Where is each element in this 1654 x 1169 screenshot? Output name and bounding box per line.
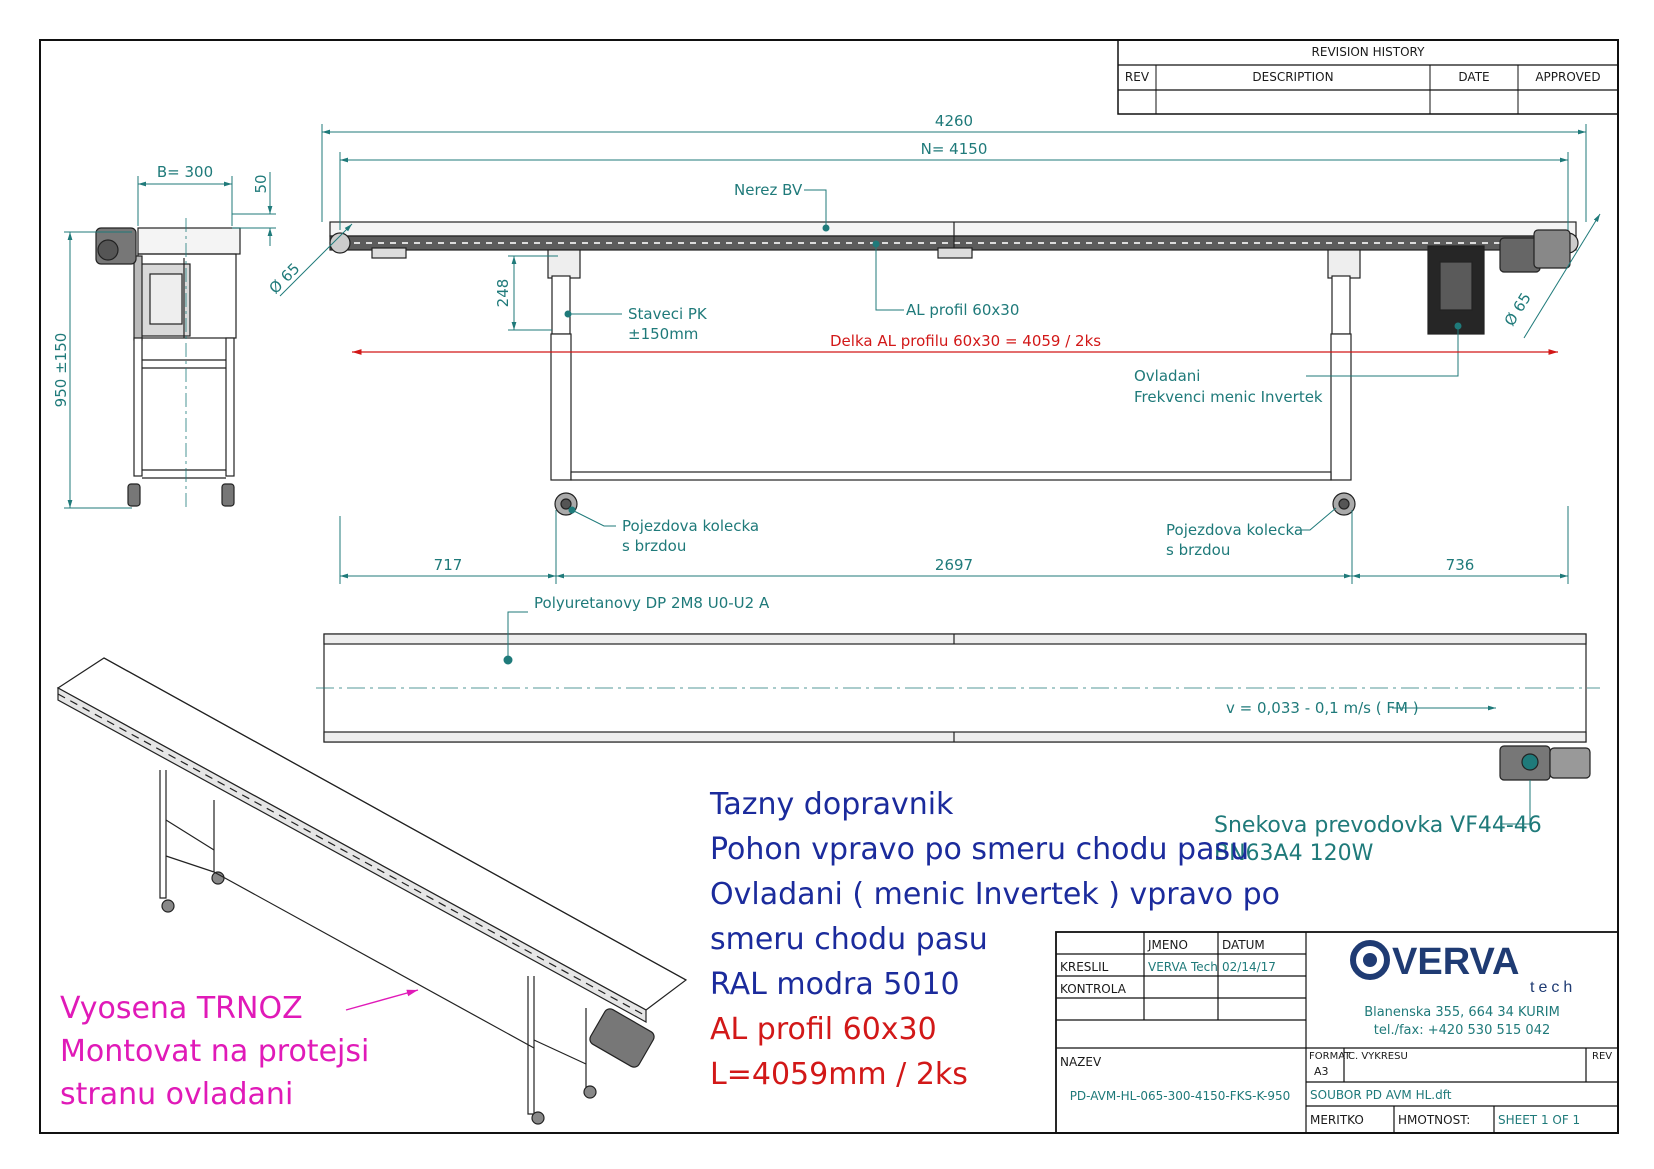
tb-cislo-label: C. VYKRESU	[1348, 1051, 1408, 1062]
revision-col-rev: REV	[1125, 70, 1150, 84]
tb-meritko: MERITKO	[1310, 1113, 1364, 1127]
revision-table: REVISION HISTORY REV DESCRIPTION DATE AP…	[1117, 39, 1619, 115]
revision-col-description: DESCRIPTION	[1252, 70, 1333, 84]
dim-n4150: N= 4150	[921, 140, 988, 158]
verva-logo: VERVA tech	[1350, 940, 1576, 996]
label-kolecka-left-2: s brzdou	[622, 537, 686, 555]
label-staveci-2: ±150mm	[628, 325, 698, 343]
note-blue-1: Tazny dopravnik	[709, 787, 954, 822]
tb-sheet: SHEET 1 OF 1	[1498, 1113, 1580, 1127]
label-belt: Polyuretanovy DP 2M8 U0-U2 A	[534, 594, 770, 612]
label-ovladani-1: Ovladani	[1134, 367, 1200, 385]
tb-format-label: FORMAT	[1309, 1051, 1351, 1062]
tb-col-name: JMENO	[1147, 938, 1188, 952]
note-red-1: AL profil 60x30	[710, 1012, 937, 1047]
label-delka: Delka AL profilu 60x30 = 4059 / 2ks	[830, 332, 1101, 350]
logo-sub: tech	[1530, 979, 1576, 996]
dim-height: 950 ±150	[52, 333, 70, 408]
note-magenta-1: Vyosena TRNOZ	[60, 991, 303, 1026]
end-view-dimensions	[64, 172, 276, 509]
revision-col-approved: APPROVED	[1535, 70, 1600, 84]
note-blue-4: smeru chodu pasu	[710, 922, 988, 957]
tb-hmotnost: HMOTNOST:	[1398, 1113, 1470, 1127]
tb-soubor: SOUBOR PD AVM HL.dft	[1310, 1088, 1452, 1102]
dim-dia-right: Ø 65	[1501, 289, 1535, 329]
note-blue-2: Pohon vpravo po smeru chodu pasu	[710, 832, 1249, 867]
verva-logo-mark-icon	[1350, 940, 1390, 980]
label-gear-2: BN63A4 120W	[1214, 841, 1374, 866]
logo-main: VERVA	[1392, 941, 1519, 983]
tb-row-kreslil: KRESLIL	[1060, 960, 1109, 974]
top-view-leaders	[503, 611, 1531, 825]
notes-blue: Tazny dopravnik Pohon vpravo po smeru ch…	[709, 787, 1280, 1002]
tb-col-date: DATUM	[1222, 938, 1265, 952]
label-nerez: Nerez BV	[734, 181, 803, 199]
note-red-2: L=4059mm / 2ks	[710, 1057, 968, 1092]
end-view	[95, 218, 241, 510]
tb-address: Blanenska 355, 664 34 KURIM	[1364, 1005, 1560, 1020]
label-kolecka-left-1: Pojezdova kolecka	[622, 517, 759, 535]
sheet-border	[39, 39, 1619, 1134]
front-view	[329, 221, 1579, 516]
notes-magenta: Vyosena TRNOZ Montovat na protejsi stran…	[60, 991, 369, 1112]
dim-4260: 4260	[935, 112, 973, 130]
isometric-view	[56, 657, 688, 1125]
revision-title: REVISION HISTORY	[1312, 45, 1426, 59]
label-kolecka-right-2: s brzdou	[1166, 541, 1230, 559]
notes-red: AL profil 60x30 L=4059mm / 2ks	[710, 1012, 968, 1092]
tb-nazev-value: PD-AVM-HL-065-300-4150-FKS-K-950	[1070, 1089, 1291, 1103]
revision-col-date: DATE	[1458, 70, 1489, 84]
tb-nazev-label: NAZEV	[1060, 1055, 1102, 1069]
dim-2697: 2697	[935, 556, 973, 574]
tb-kreslil-name: VERVA Tech	[1148, 960, 1218, 974]
label-staveci-1: Staveci PK	[628, 305, 708, 323]
note-magenta-2: Montovat na protejsi	[60, 1034, 369, 1069]
top-view	[316, 633, 1600, 781]
magenta-arrow	[345, 989, 419, 1011]
label-ovladani-2: Frekvenci menic Invertek	[1134, 388, 1323, 406]
tb-rev-label: REV	[1592, 1051, 1612, 1062]
tb-format-value: A3	[1314, 1065, 1329, 1078]
title-block	[1055, 931, 1619, 1134]
note-blue-3: Ovladani ( menic Invertek ) vpravo po	[710, 877, 1280, 912]
note-magenta-3: stranu ovladani	[60, 1077, 293, 1112]
note-blue-5: RAL modra 5010	[710, 967, 960, 1002]
label-speed: v = 0,033 - 0,1 m/s ( FM )	[1226, 699, 1419, 717]
dim-717: 717	[434, 556, 463, 574]
tb-row-kontrola: KONTROLA	[1060, 982, 1127, 996]
tb-phone: tel./fax: +420 530 515 042	[1374, 1023, 1551, 1038]
dim-248: 248	[494, 279, 512, 308]
dim-736: 736	[1446, 556, 1475, 574]
label-kolecka-right-1: Pojezdova kolecka	[1166, 521, 1303, 539]
dim-50: 50	[252, 174, 270, 193]
front-view-dimensions	[279, 124, 1601, 584]
dim-b300: B= 300	[157, 163, 213, 181]
label-al-profil: AL profil 60x30	[906, 301, 1019, 319]
label-gear-1: Snekova prevodovka VF44-46	[1214, 813, 1542, 838]
tb-kreslil-date: 02/14/17	[1222, 960, 1276, 974]
